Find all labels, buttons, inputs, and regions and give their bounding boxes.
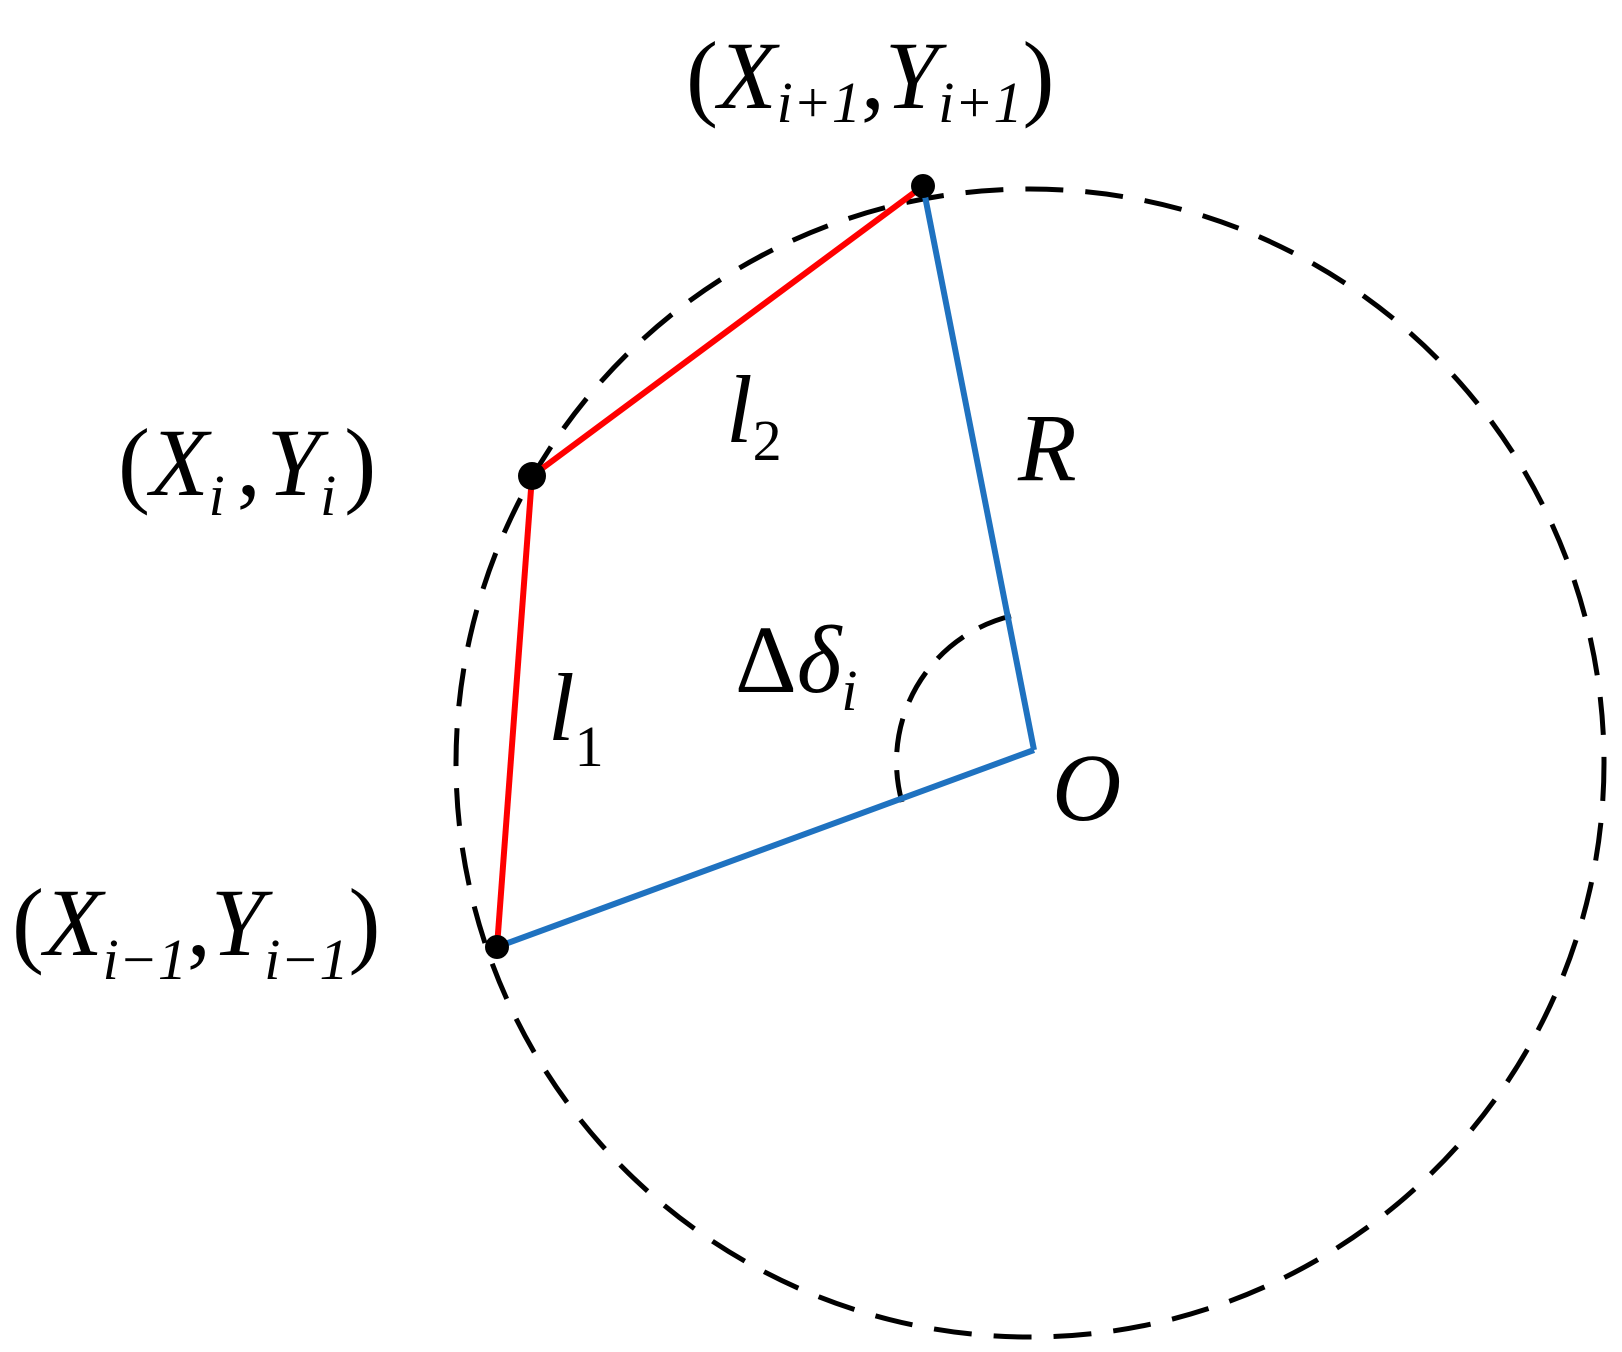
label-center: O [1052,734,1121,841]
dashed-circle [453,186,1607,1340]
label-radius: R [1017,394,1077,501]
label-l1: l1 [548,654,604,779]
radius-segment-prev [495,747,1036,950]
angle-arc [893,613,1012,803]
chord-segment-l2 [530,183,925,479]
point-next [911,174,935,198]
label-point-previous: (Xi−1,Yi−1) [12,869,381,992]
point-current [518,462,546,490]
label-point-next: (Xi+1,Yi+1) [686,22,1055,135]
point-previous [485,935,509,959]
label-l2: l2 [726,356,782,473]
label-angle: Δδi [735,606,857,723]
label-point-current: (Xi,Yi) [118,409,376,528]
radius-segment-r [920,185,1037,751]
chord-segment-l1 [494,475,535,948]
